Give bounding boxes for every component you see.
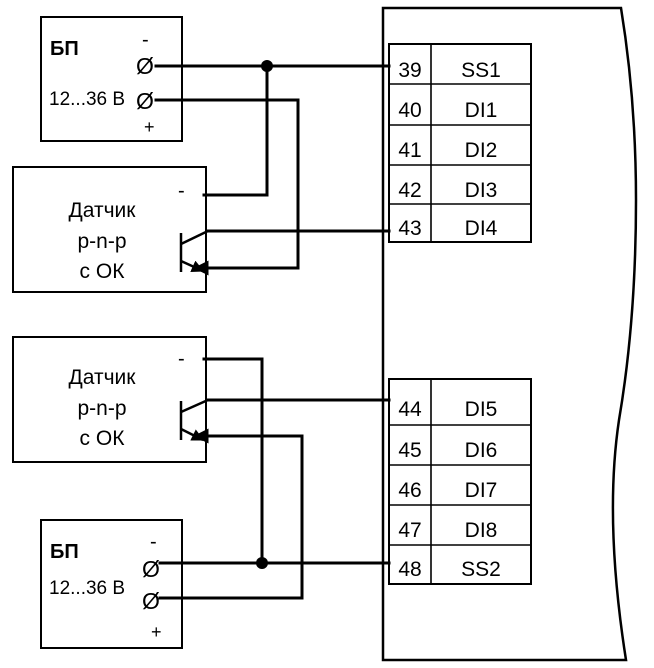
- minus-sign: -: [178, 348, 185, 370]
- terminal-label: DI7: [465, 479, 498, 502]
- junction-dot: [256, 557, 268, 569]
- sensor-output: с ОК: [80, 427, 126, 450]
- transistor-icon: [179, 229, 209, 273]
- screw-terminal-icon: Ø: [136, 53, 154, 79]
- terminal-label: DI1: [465, 99, 498, 122]
- terminal-label: DI3: [465, 179, 498, 202]
- screw-terminal-icon: Ø: [142, 588, 160, 614]
- plus-sign: +: [151, 622, 162, 642]
- terminal-number: 41: [398, 139, 421, 162]
- power-supply-voltage: 12...36 В: [49, 89, 125, 110]
- power-supply-2: БП 12...36 В - + Ø Ø: [40, 519, 183, 649]
- terminal-label: DI6: [465, 439, 498, 462]
- device-outline: [381, 6, 638, 662]
- power-supply-voltage: 12...36 В: [49, 578, 125, 599]
- terminal-label: DI5: [465, 398, 498, 421]
- screw-terminal-icon: Ø: [136, 88, 154, 114]
- sensor-1: Датчик p-n-p с ОК -: [12, 166, 209, 293]
- wires-top: [154, 60, 391, 276]
- minus-sign: -: [178, 180, 185, 202]
- sensor-type: p-n-p: [77, 230, 126, 253]
- terminal-label: DI8: [465, 519, 498, 542]
- terminal-number: 46: [398, 479, 421, 502]
- power-supply-1: БП 12...36 В - + Ø Ø: [40, 16, 183, 142]
- terminal-label: DI2: [465, 139, 498, 162]
- plus-sign: +: [144, 117, 155, 137]
- terminal-block-2: 44 DI5 45 DI6 46 DI7 47 DI8 48 SS2: [388, 378, 532, 585]
- terminal-number: 48: [398, 558, 421, 581]
- power-supply-title: БП: [50, 38, 79, 60]
- sensor-type: p-n-p: [77, 397, 126, 420]
- minus-sign: -: [150, 531, 157, 553]
- terminal-label: SS1: [461, 59, 501, 82]
- minus-sign: -: [142, 29, 149, 51]
- terminal-number: 47: [398, 519, 421, 542]
- sensor-name: Датчик: [69, 199, 137, 222]
- sensor-output: с ОК: [80, 260, 126, 283]
- terminal-number: 42: [398, 179, 421, 202]
- power-supply-title: БП: [50, 541, 79, 563]
- terminal-block-1: 39 SS1 40 DI1 41 DI2 42 DI3 43 DI4: [388, 43, 532, 243]
- terminal-number: 45: [398, 439, 421, 462]
- terminal-label: SS2: [461, 558, 501, 581]
- junction-dot: [261, 60, 273, 72]
- terminal-number: 39: [398, 59, 421, 82]
- sensor-2: Датчик p-n-p с ОК -: [12, 336, 209, 463]
- terminal-number: 44: [398, 398, 422, 421]
- terminal-label: DI4: [465, 217, 498, 240]
- transistor-icon: [179, 398, 209, 442]
- terminal-number: 40: [398, 99, 421, 122]
- wires-bottom: [158, 357, 391, 600]
- sensor-name: Датчик: [69, 366, 137, 389]
- terminal-number: 43: [398, 217, 421, 240]
- screw-terminal-icon: Ø: [142, 556, 160, 582]
